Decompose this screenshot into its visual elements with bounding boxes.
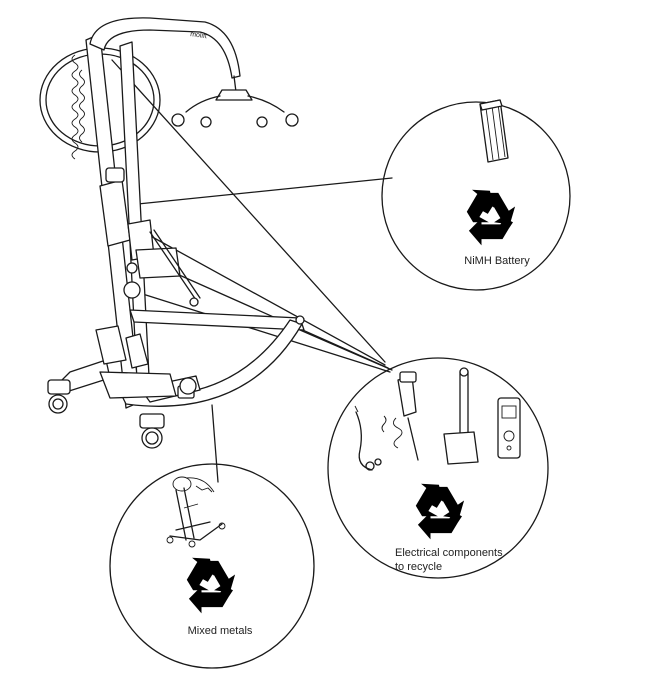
- callout-electrical: [327, 357, 549, 579]
- callout-battery: [381, 99, 571, 291]
- brand-mark: molift: [190, 31, 208, 40]
- callout-metals: [109, 463, 315, 669]
- electrical-label-line: to recycle: [395, 561, 443, 573]
- callout-circle: [381, 101, 571, 291]
- actuator-icon: [443, 367, 479, 465]
- control-box-icon: [497, 397, 521, 459]
- cable-icon: [354, 405, 382, 471]
- callout-circle: [109, 463, 315, 669]
- hand-control-icon: [381, 371, 419, 461]
- recycle-icon: [466, 189, 516, 246]
- patient-lift-illustration: molift: [39, 17, 305, 449]
- callout-circle: [327, 357, 549, 579]
- metals-label: Mixed metals: [187, 625, 253, 637]
- electrical-label: Electrical components to recycle: [395, 546, 545, 574]
- lift-frame-icon: [166, 476, 226, 548]
- leader-lines: [111, 59, 393, 483]
- battery-label: NiMH Battery: [464, 255, 530, 267]
- recycle-icon: [415, 483, 465, 540]
- electrical-label-line: Electrical components: [395, 547, 503, 559]
- battery-pack-icon: [479, 99, 509, 163]
- recycle-icon: [186, 557, 236, 614]
